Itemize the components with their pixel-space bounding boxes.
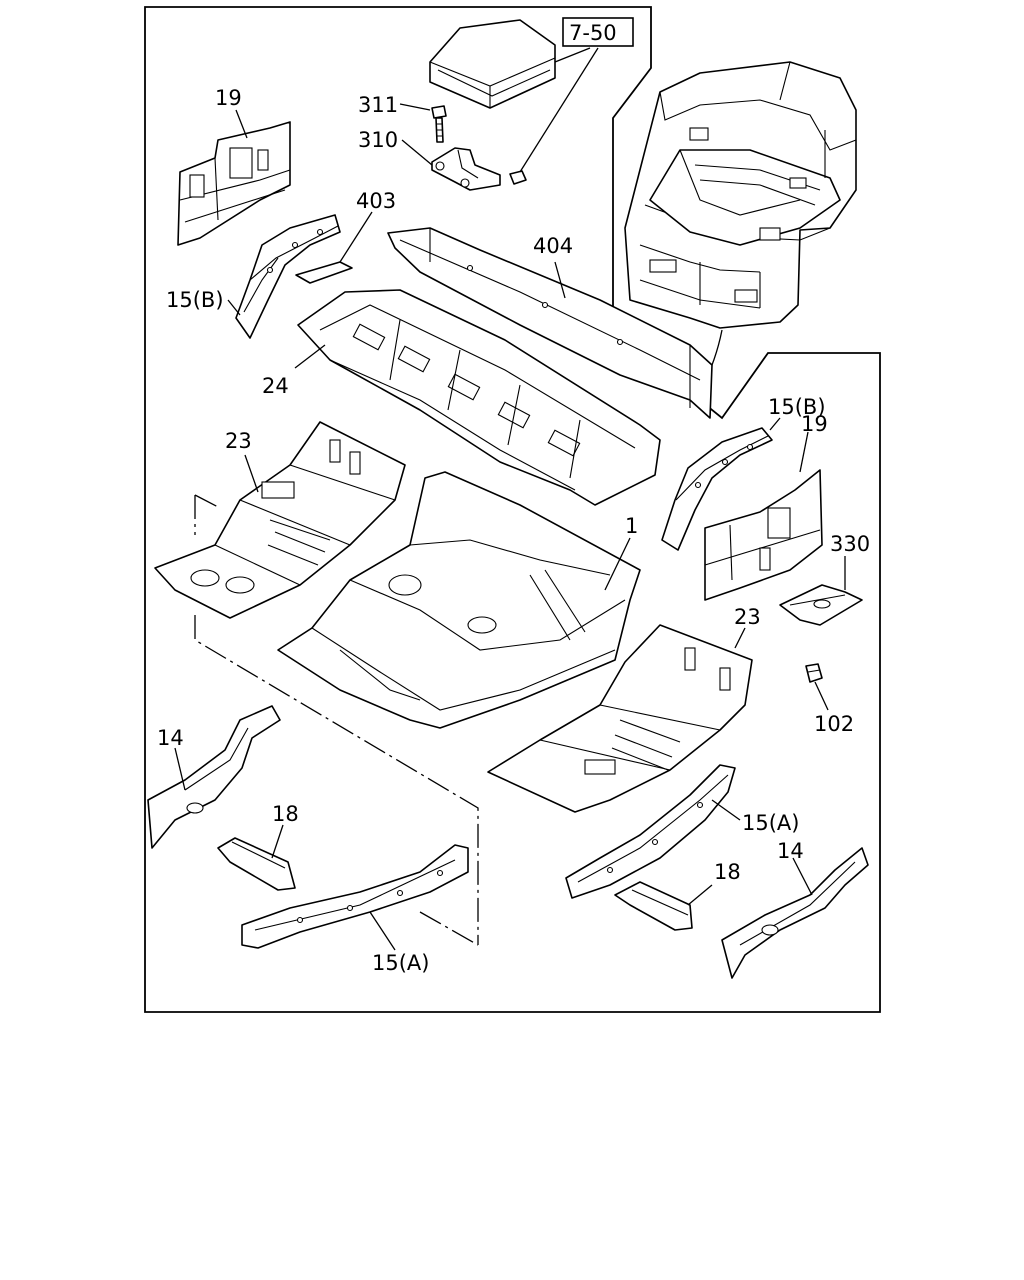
callout-15b-right: 15(B) (768, 395, 826, 419)
part-18-left-bracket (217, 837, 296, 891)
callout-330: 330 (830, 532, 870, 556)
ref-box-frame (562, 17, 634, 47)
part-330-bracket (779, 584, 863, 626)
callout-1: 1 (625, 514, 638, 538)
callout-19-left: 19 (215, 86, 242, 110)
callout-310: 310 (358, 128, 398, 152)
part-nut-small (509, 170, 527, 185)
callout-7-50: 7-50 (569, 21, 617, 45)
callout-404: 404 (533, 234, 573, 258)
callout-102: 102 (814, 712, 854, 736)
cab-overview-illustration (624, 61, 857, 329)
diagram-frame (144, 6, 881, 1013)
callout-18-right: 18 (714, 860, 741, 884)
callout-18-left: 18 (272, 802, 299, 826)
part-24-rear-floor (297, 289, 661, 506)
part-23-right-floor (487, 624, 753, 813)
part-403-plate (295, 261, 353, 284)
callout-24: 24 (262, 374, 289, 398)
part-15a-right-rail (565, 764, 736, 899)
part-14-left-rail (147, 705, 281, 849)
part-102-nut (805, 663, 823, 683)
callout-19-right: 19 (801, 412, 828, 436)
part-18-right-bracket (614, 881, 693, 931)
part-15b-left-rail (235, 214, 341, 339)
callout-23-right: 23 (734, 605, 761, 629)
phantom-line-left (194, 495, 479, 945)
callout-15b-left: 15(B) (166, 288, 224, 312)
part-14-right-rail (721, 847, 869, 979)
part-19-right-panel (704, 469, 823, 601)
callout-15a-left: 15(A) (372, 951, 429, 975)
part-19-left-panel (177, 121, 291, 246)
part-310-bracket (431, 147, 501, 191)
part-1-main-floor (277, 471, 641, 729)
callout-14-left: 14 (157, 726, 184, 750)
callout-14-right: 14 (777, 839, 804, 863)
part-23-left-floor (154, 421, 406, 619)
part-15a-left-rail (241, 844, 469, 949)
part-311-bolt (431, 105, 447, 143)
callout-311: 311 (358, 93, 398, 117)
callout-15a-right: 15(A) (742, 811, 799, 835)
part-15b-right-rail (661, 427, 773, 551)
part-relay-box (429, 19, 556, 109)
callout-23-left: 23 (225, 429, 252, 453)
part-404-crossmember (387, 227, 713, 419)
leader-lines (174, 47, 846, 951)
callout-403: 403 (356, 189, 396, 213)
